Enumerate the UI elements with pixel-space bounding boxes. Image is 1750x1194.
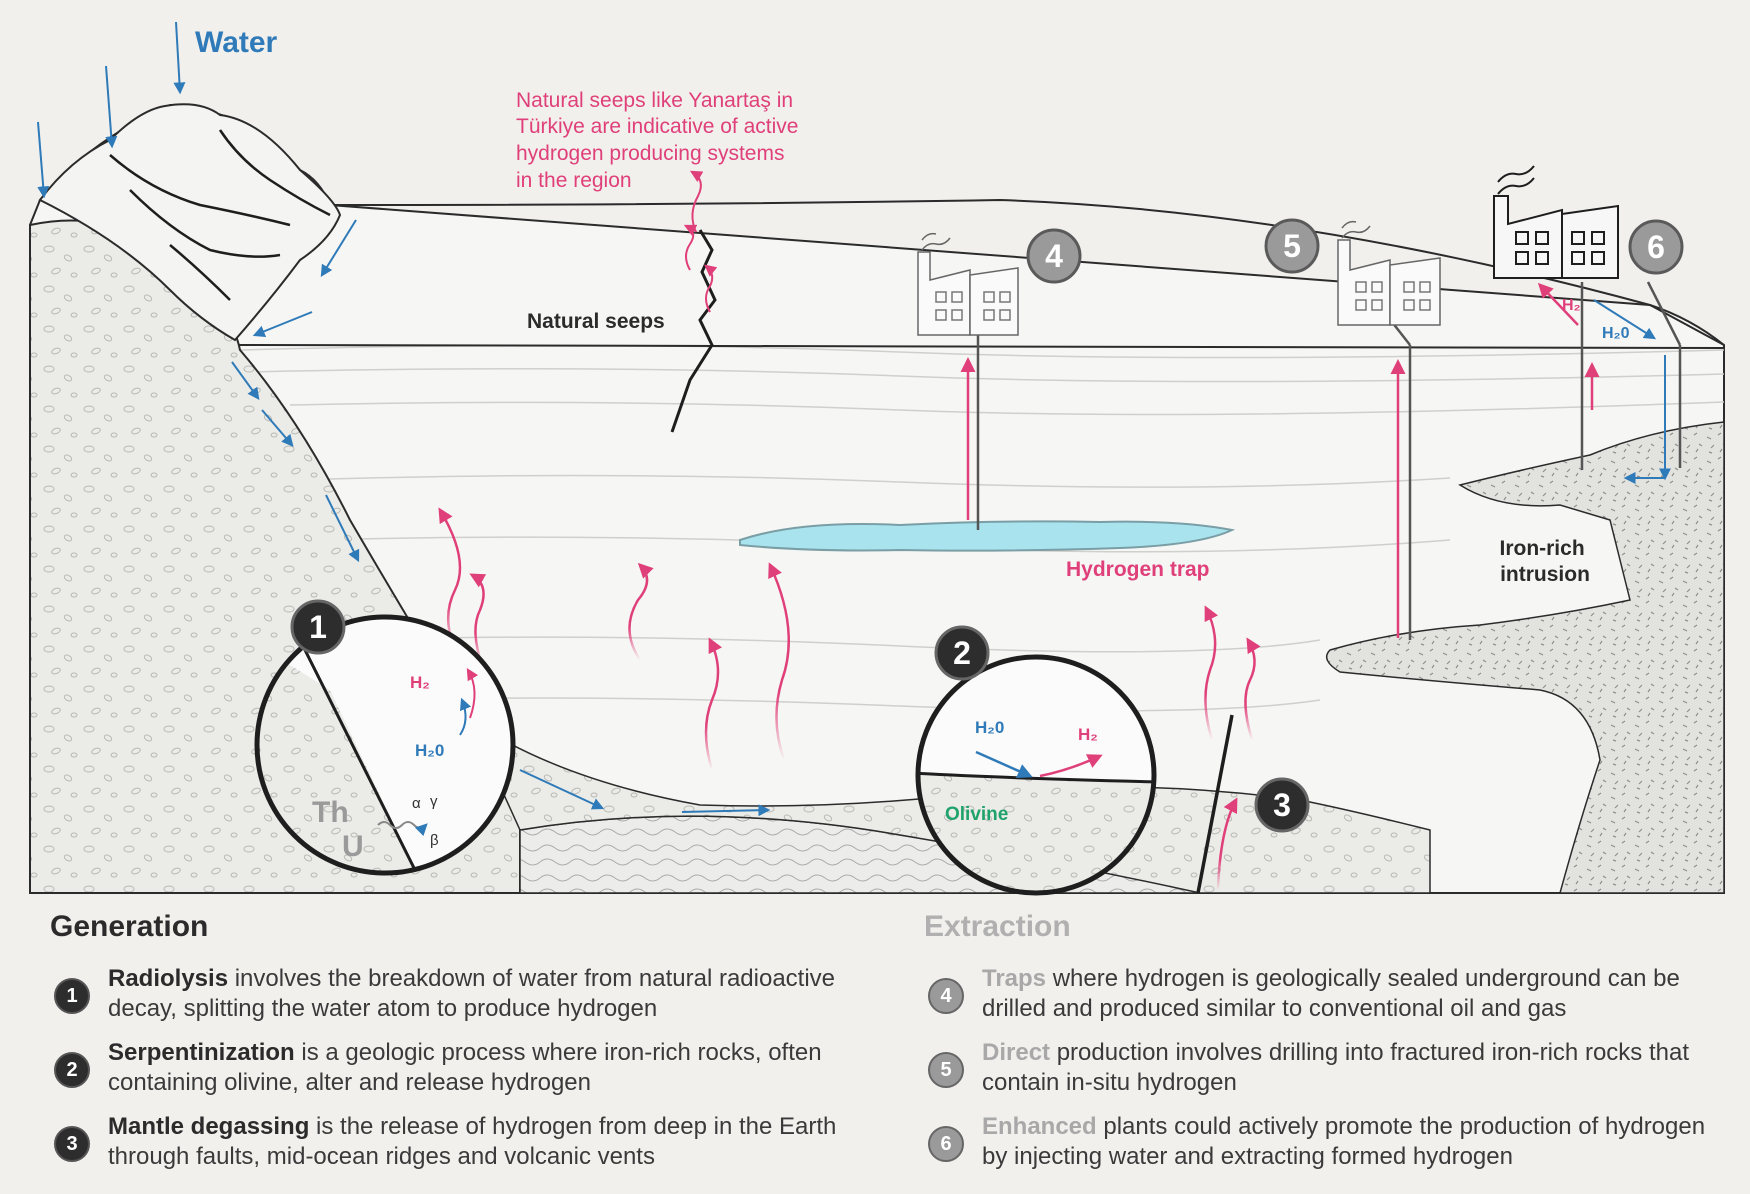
marker-6: 6 <box>1628 219 1684 275</box>
hydrogen-trap-lens <box>739 520 1236 552</box>
description: is the release of hydrogen from deep in … <box>108 1113 837 1170</box>
marker-3: 3 <box>1254 777 1310 833</box>
term: Enhanced <box>982 1113 1097 1140</box>
seep-arrows <box>683 170 718 313</box>
natural-seeps-label: Natural seeps <box>527 310 665 333</box>
marker-5: 5 <box>1264 218 1320 274</box>
factory-6-icon <box>1493 165 1619 279</box>
number-badge: 3 <box>54 1126 90 1162</box>
well6-h2-label: H₂ <box>1562 297 1581 314</box>
alpha-label: α <box>412 795 421 812</box>
list-item: 3 Mantle degassing is the release of hyd… <box>50 1112 850 1172</box>
description: where hydrogen is geologically sealed un… <box>982 965 1680 1022</box>
upper-surface <box>329 198 1725 346</box>
list-item: 4 Traps where hydrogen is geologically s… <box>924 964 1724 1024</box>
gamma-label: γ <box>430 793 438 810</box>
iron-rich-intrusion <box>1325 421 1725 894</box>
seeps-note: Natural seeps like Yanartaş in Türkiye a… <box>516 89 804 192</box>
strata-lines <box>239 344 1725 712</box>
term: Direct <box>982 1039 1051 1066</box>
number-badge: 5 <box>928 1052 964 1088</box>
olivine-label: Olivine <box>945 804 1008 825</box>
list-item: 6 Enhanced plants could actively promote… <box>924 1112 1724 1172</box>
number-badge: 6 <box>928 1126 964 1162</box>
term: Traps <box>982 965 1047 992</box>
description: production involves drilling into fractu… <box>982 1039 1689 1096</box>
iron-rich-label: Iron-rich intrusion <box>1499 537 1590 586</box>
term: Radiolysis <box>108 965 229 992</box>
generation-title: Generation <box>50 910 209 943</box>
svg-text:3: 3 <box>1273 787 1291 823</box>
water-arrows <box>37 21 1671 817</box>
marker-1: 1 <box>290 599 346 655</box>
number-badge: 2 <box>54 1052 90 1088</box>
hydrogen-trap-label: Hydrogen trap <box>1066 558 1210 581</box>
extraction-legend: Extraction 4 Traps where hydrogen is geo… <box>924 910 1724 1186</box>
term: Serpentinization <box>108 1039 295 1066</box>
well6-h2o-label: H₂0 <box>1602 325 1630 342</box>
uranium-label: U <box>342 830 364 863</box>
factory-5-icon <box>1337 220 1441 326</box>
hydrogen-diagram: 1 2 3 4 5 6 Water Natural seeps like Yan… <box>29 21 1725 896</box>
svg-text:2: 2 <box>953 635 971 671</box>
description: plants could actively promote the produc… <box>982 1113 1706 1170</box>
inset1-h2-label: H₂ <box>410 673 430 692</box>
inset2-h2o-label: H₂0 <box>975 718 1004 737</box>
list-item: 2 Serpentinization is a geologic process… <box>50 1038 850 1098</box>
number-badge: 4 <box>928 978 964 1014</box>
inset2-h2-label: H₂ <box>1078 725 1098 744</box>
number-badge: 1 <box>54 978 90 1014</box>
water-label: Water <box>195 26 278 59</box>
deep-fault <box>1196 714 1234 894</box>
list-item: 1 Radiolysis involves the breakdown of w… <box>50 964 850 1024</box>
surface-line <box>234 344 1725 349</box>
thorium-label: Th <box>312 796 349 829</box>
svg-text:1: 1 <box>309 609 327 645</box>
extraction-title: Extraction <box>924 910 1071 943</box>
inset1-h2o-label: H₂0 <box>415 741 444 760</box>
marker-4: 4 <box>1026 228 1082 284</box>
beta-label: β <box>430 832 439 849</box>
list-item: 5 Direct production involves drilling in… <box>924 1038 1724 1098</box>
wells <box>976 281 1682 640</box>
svg-text:5: 5 <box>1283 228 1301 264</box>
description: involves the breakdown of water from nat… <box>108 965 836 1022</box>
mountain <box>38 103 342 342</box>
well-hydrogen-arrows <box>960 282 1600 638</box>
description: is a geologic process where iron-rich ro… <box>108 1039 822 1096</box>
term: Mantle degassing <box>108 1113 310 1140</box>
radiolysis-inset <box>254 614 516 876</box>
serpentinization-inset <box>915 654 1157 896</box>
svg-text:6: 6 <box>1647 229 1665 265</box>
svg-text:4: 4 <box>1045 238 1063 274</box>
factory-4-icon <box>917 232 1019 336</box>
generation-legend: Generation 1 Radiolysis involves the bre… <box>50 910 850 1186</box>
marker-2: 2 <box>934 625 990 681</box>
natural-seep-fault <box>670 229 717 433</box>
